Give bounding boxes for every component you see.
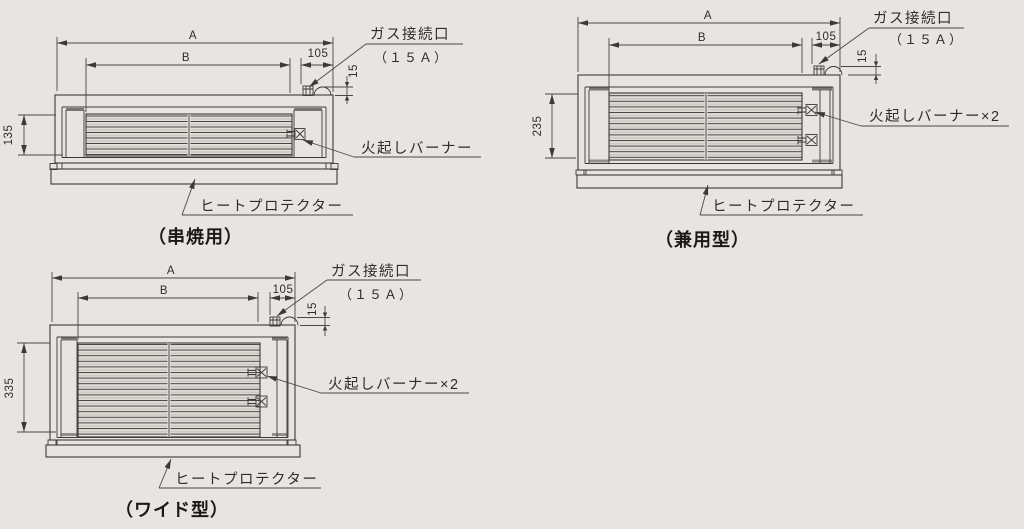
dim-label-a: A	[189, 30, 197, 42]
gas-port-label: ガス接続口	[873, 10, 953, 27]
dim-label-15: 15	[857, 49, 869, 63]
diagram-kenyou: A B 105 15 235 ガス接続口 （１５Ａ）	[532, 10, 1009, 250]
heat-protector-label: ヒートプロテクター	[712, 198, 855, 215]
burner-label: 火起しバーナー	[361, 140, 473, 157]
hinge-clip-mark	[812, 159, 832, 163]
diagram-kushiyaki: A B 105 15 135 ガス接続口 （１５Ａ）	[3, 26, 481, 247]
unit-body-kenyou	[575, 74, 843, 189]
gas-port-size-label: （１５Ａ）	[374, 50, 449, 65]
dimensions-kushiyaki: A B 105 15 135	[3, 30, 360, 156]
dim-label-235: 235	[532, 116, 544, 137]
unit-body-kushiyaki	[49, 94, 339, 185]
callouts-kushiyaki: ガス接続口 （１５Ａ） 火起しバーナー ヒートプロテクター （串焼用）	[148, 26, 481, 247]
diagram-wide: A B 105 15 335 ガス接続口 （１５Ａ）	[4, 263, 469, 520]
dimensions-wide: A B 105 15 335	[4, 265, 330, 433]
caption-wide: （ワイド型）	[115, 499, 229, 520]
unit-body-wide	[45, 324, 301, 458]
dim-label-105: 105	[273, 284, 294, 296]
hinge-clip-mark	[589, 159, 609, 163]
dim-label-15: 15	[348, 64, 360, 78]
burner-symbols	[247, 366, 268, 408]
dim-label-105: 105	[308, 48, 329, 60]
dim-label-15: 15	[307, 302, 319, 316]
hinge-clip-mark	[272, 337, 287, 341]
dim-label-a: A	[704, 10, 712, 22]
gas-port-wide	[269, 316, 299, 327]
dimensions-kenyou: A B 105 15 235	[532, 10, 881, 159]
gas-port-label: ガス接続口	[331, 263, 411, 280]
gas-port-size-label: （１５Ａ）	[889, 32, 964, 47]
hinge-clip-mark	[294, 108, 322, 111]
heat-protector-label: ヒートプロテクター	[175, 471, 318, 488]
dim-label-b: B	[698, 32, 706, 44]
hinge-clip-mark	[66, 108, 84, 111]
dim-label-b: B	[160, 285, 168, 297]
hinge-clip-mark	[61, 433, 77, 436]
caption-kenyou: （兼用型）	[655, 229, 750, 250]
heat-protector-base	[576, 174, 843, 189]
dim-label-a: A	[167, 265, 175, 277]
hinge-clip-mark	[589, 87, 609, 91]
gas-port-label: ガス接続口	[370, 26, 450, 43]
callouts-kenyou: ガス接続口 （１５Ａ） 火起しバーナー×2 ヒートプロテクター （兼用型）	[655, 10, 1009, 250]
burner-label: 火起しバーナー×2	[869, 108, 1001, 125]
burner-symbols	[797, 104, 818, 146]
callouts-wide: ガス接続口 （１５Ａ） 火起しバーナー×2 ヒートプロテクター （ワイド型）	[115, 263, 469, 520]
dim-label-335: 335	[4, 378, 16, 399]
heat-protector-base	[45, 444, 301, 458]
hinge-clip-mark	[272, 433, 287, 436]
dim-label-105: 105	[816, 31, 837, 43]
hinge-clip-mark	[61, 337, 77, 341]
gas-port-kenyou	[813, 65, 843, 76]
caption-kushiyaki: （串焼用）	[148, 226, 243, 247]
hinge-clip-mark	[812, 87, 832, 91]
dim-label-135: 135	[3, 125, 15, 146]
burner-label: 火起しバーナー×2	[328, 376, 460, 393]
burner-symbol	[286, 128, 306, 140]
gas-port-size-label: （１５Ａ）	[339, 287, 414, 302]
dim-label-b: B	[182, 52, 190, 64]
heat-protector-label: ヒートプロテクター	[200, 198, 343, 215]
